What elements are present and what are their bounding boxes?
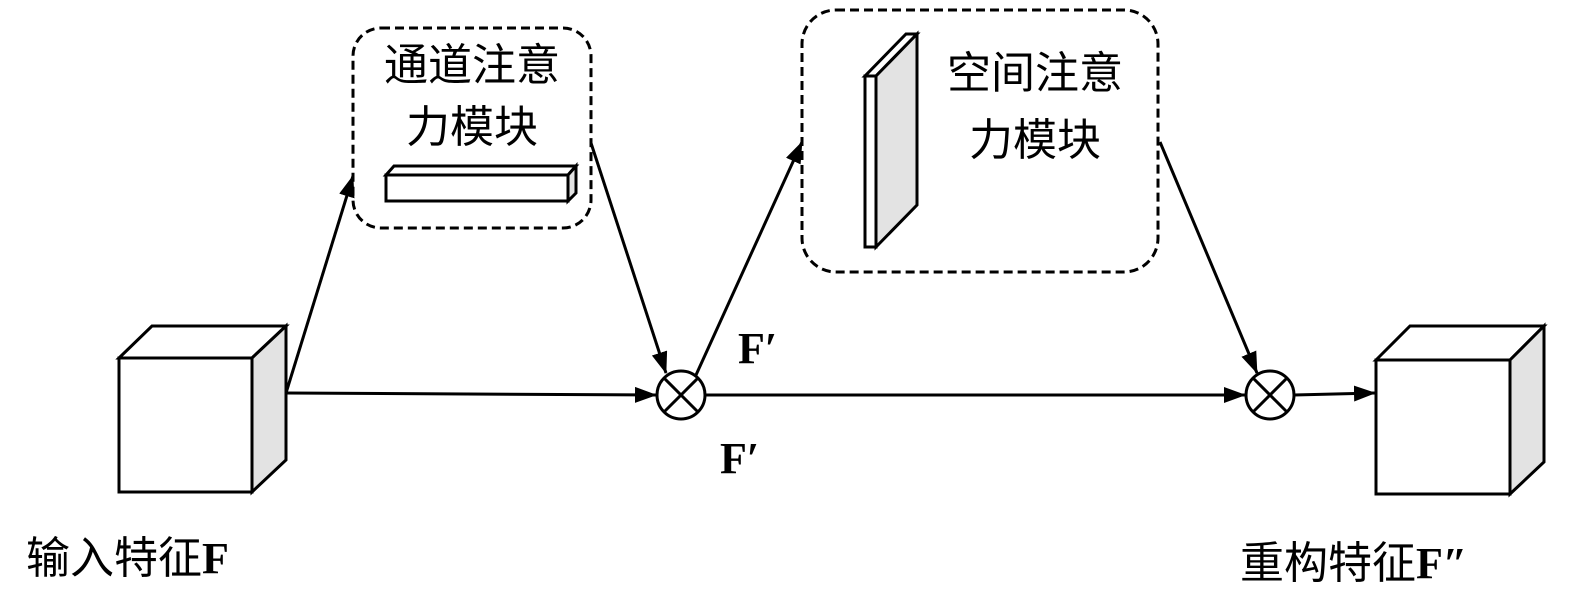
edge-input-to-channel [284,175,355,394]
multiply-node-1 [655,369,707,421]
channel-attention-bar-icon [382,162,580,205]
edge-input-to-multiply1 [285,386,657,403]
output-feature-label: 重构特征F″ [1240,538,1467,589]
edge-multiply1-to-spatial [694,141,804,376]
edge-channel-to-multiply1 [589,142,668,374]
channel-attention-label-line2: 力模块 [406,102,538,153]
multiply-node-2 [1244,369,1296,421]
edge-multiply2-to-output [1293,385,1376,402]
f-prime-upper-label: F′ [738,324,777,373]
f-prime-lower-label: F′ [720,434,759,483]
spatial-attention-label-line2: 力模块 [969,115,1101,166]
output-feature-cube [1372,322,1548,498]
spatial-attention-plane-icon [861,30,921,251]
input-feature-cube [115,322,290,496]
spatial-attention-label-line1: 空间注意 [947,48,1123,99]
channel-attention-module: 通道注意 力模块 [351,26,593,230]
input-feature-label: 输入特征F [26,533,229,584]
channel-attention-label-line1: 通道注意 [384,40,560,91]
edge-spatial-to-multiply2 [1158,141,1259,374]
spatial-attention-module: 空间注意 力模块 [800,8,1160,274]
